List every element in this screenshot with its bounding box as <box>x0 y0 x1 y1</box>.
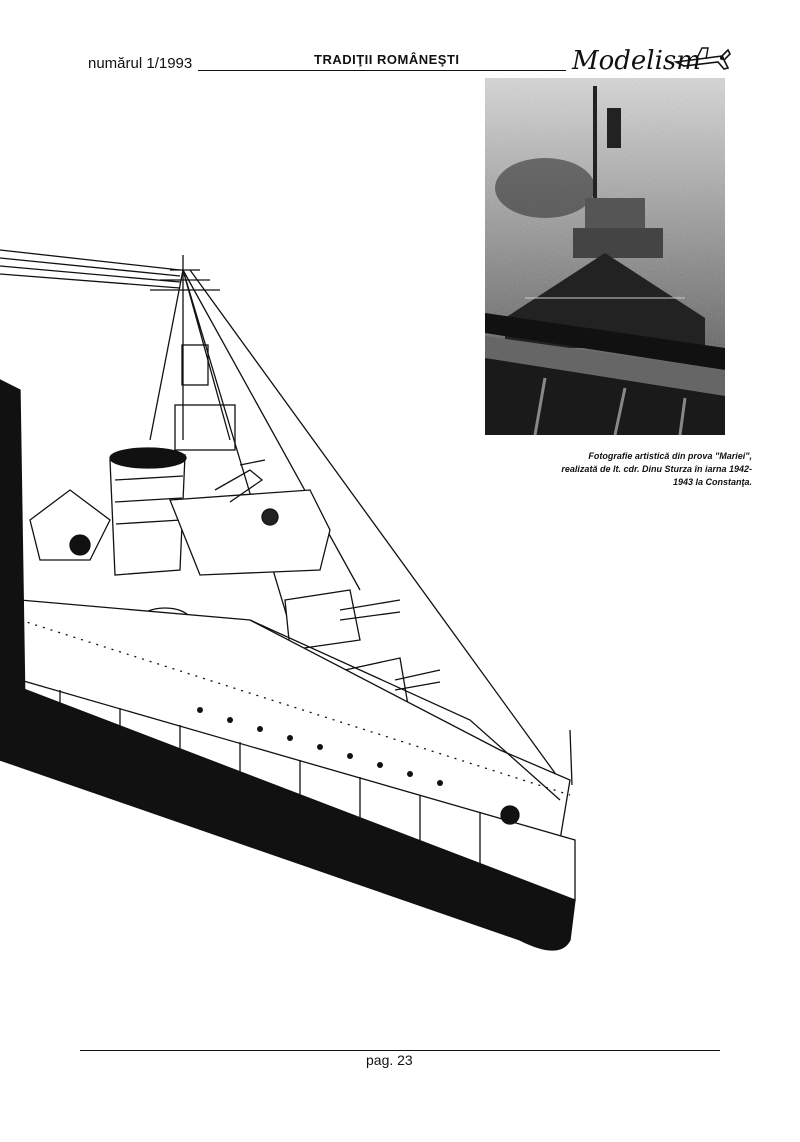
magazine-section-title: TRADIŢII ROMÂNEŞTI <box>314 52 460 67</box>
header-rule <box>198 70 566 71</box>
modelism-logo: Modelism <box>572 40 732 80</box>
issue-number: numărul 1/1993 <box>88 55 193 72</box>
bow-photograph <box>485 78 725 436</box>
photo-caption: Fotografie artistică din prova "Mariei",… <box>540 450 752 489</box>
page-number: pag. 23 <box>366 1052 413 1068</box>
caption-line: 1943 la Constanţa. <box>672 477 752 487</box>
caption-line: realizată de lt. cdr. Dinu Sturza în iar… <box>561 464 752 474</box>
caption-line: Fotografie artistică din prova "Mariei", <box>588 451 752 461</box>
airplane-icon <box>673 47 731 70</box>
footer-rule <box>80 1050 720 1051</box>
destroyer-illustration <box>0 240 600 960</box>
